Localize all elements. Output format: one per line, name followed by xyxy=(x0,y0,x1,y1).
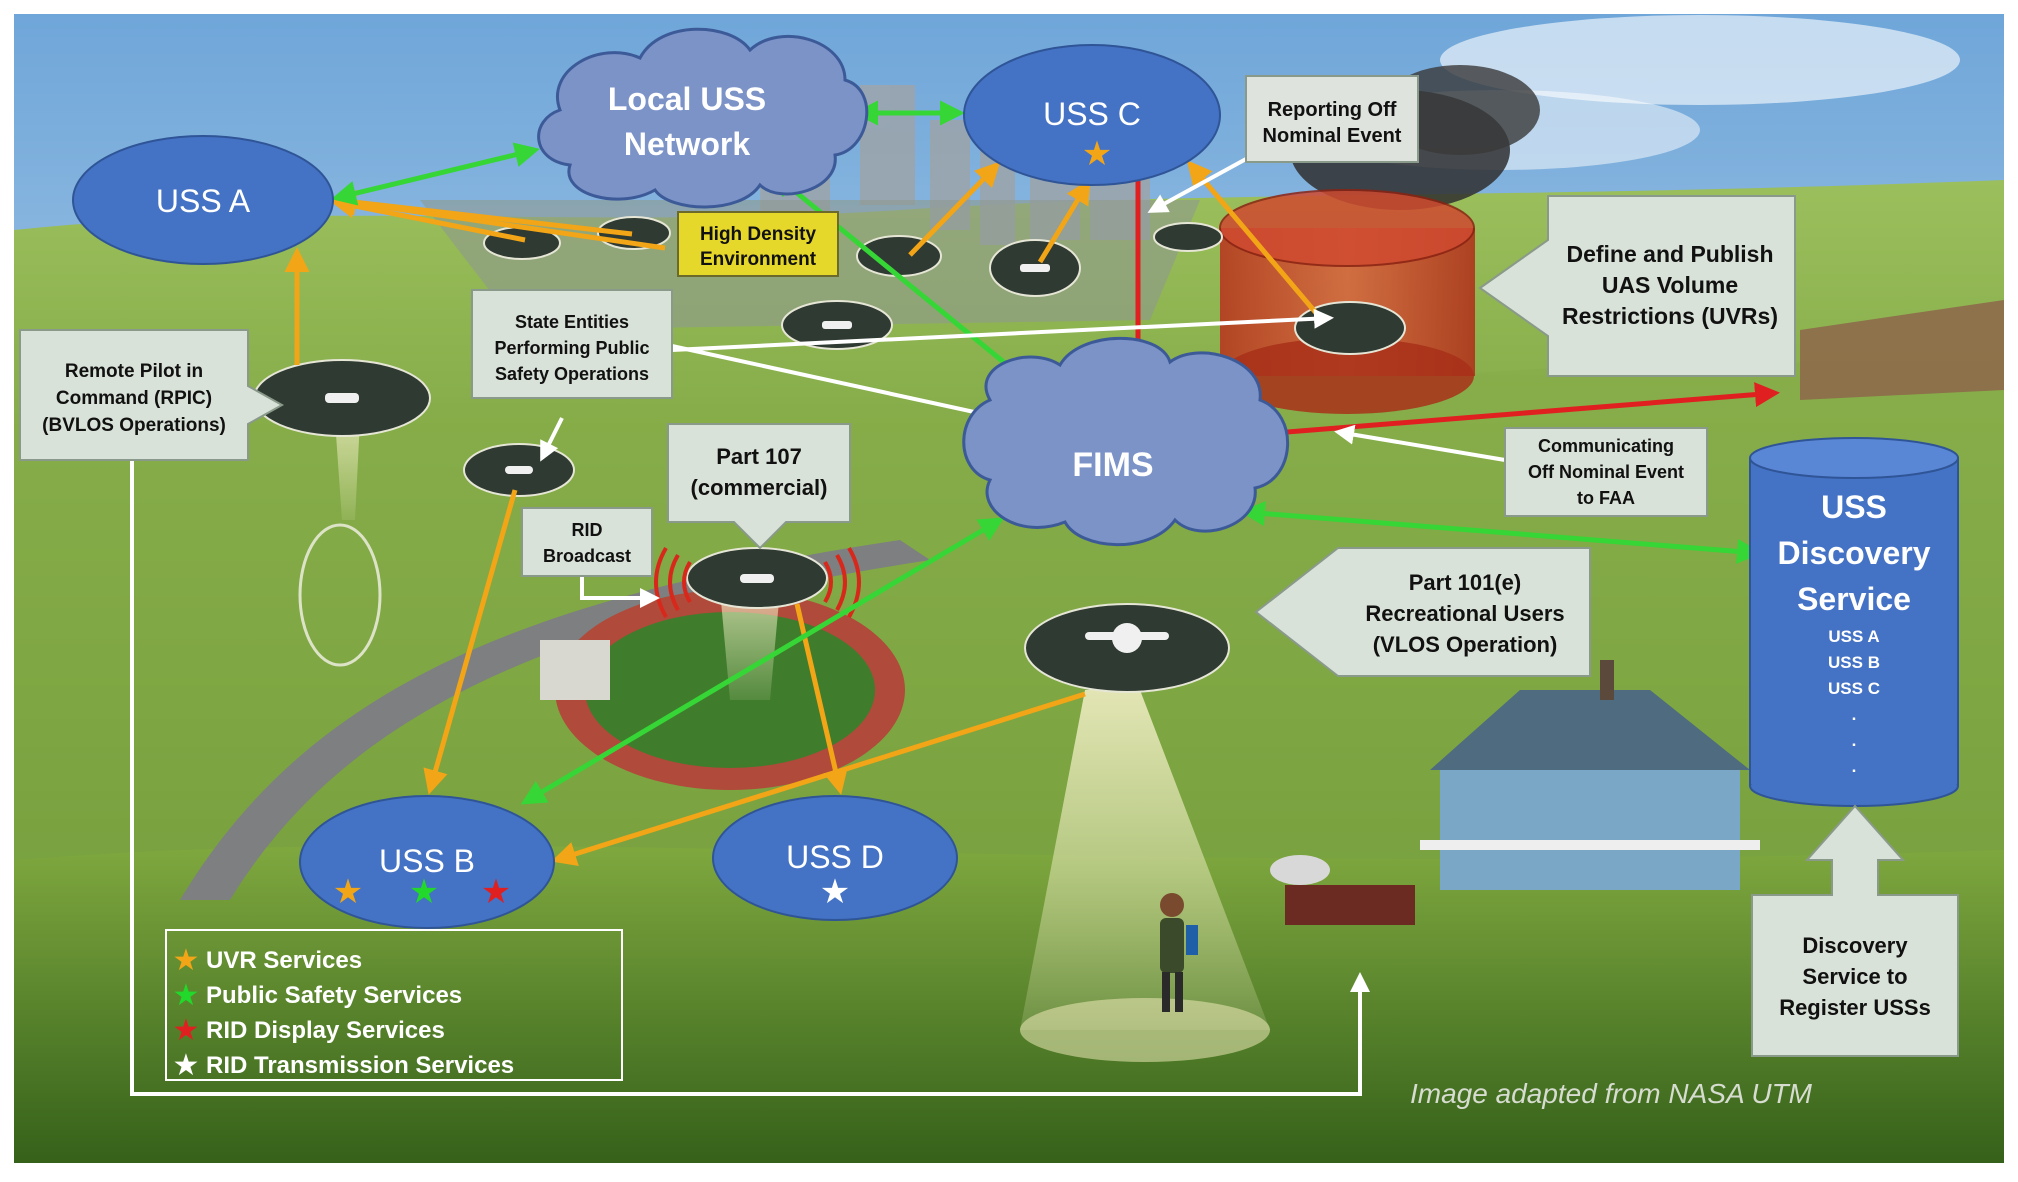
discovery-line1: Discovery xyxy=(1802,933,1908,958)
uss-b-rid-display-star: ★ xyxy=(481,873,511,911)
define-line1: Define and Publish xyxy=(1566,241,1773,267)
legend-label: Public Safety Services xyxy=(206,982,462,1009)
uss-b-label: USS B xyxy=(379,843,475,879)
part107-line1: Part 107 xyxy=(716,444,802,469)
uss-discovery-list-item: USS A xyxy=(1828,627,1879,646)
discovery-line3: Register USSs xyxy=(1779,995,1931,1020)
communicating-off-nominal-callout: Communicating Off Nominal Event to FAA xyxy=(1504,427,1708,517)
legend: ★UVR Services★Public Safety Services★RID… xyxy=(165,929,623,1082)
part101-line2: Recreational Users xyxy=(1365,601,1564,626)
legend-label: RID Transmission Services xyxy=(206,1052,514,1079)
high-density-line1: High Density xyxy=(700,224,817,245)
legend-star-icon: ★ xyxy=(173,1014,200,1047)
part101-line3: (VLOS Operation) xyxy=(1373,632,1558,657)
discovery-line2: Service to xyxy=(1802,964,1907,989)
define-line2: UAS Volume xyxy=(1602,272,1738,298)
state-line2: Performing Public xyxy=(494,338,649,358)
communicating-line1: Communicating xyxy=(1538,436,1674,456)
high-density-callout: High Density Environment xyxy=(677,211,839,277)
rpic-line2: Command (RPIC) xyxy=(56,388,212,409)
define-line3: Restrictions (UVRs) xyxy=(1562,303,1778,329)
discovery-service-register-callout: Discovery Service to Register USSs xyxy=(1751,804,1959,1057)
state-line1: State Entities xyxy=(515,312,629,332)
uss-d-rid-transmission-star: ★ xyxy=(820,873,850,911)
rpic-callout: Remote Pilot in Command (RPIC) (BVLOS Op… xyxy=(19,329,285,461)
state-line3: Safety Operations xyxy=(495,364,649,384)
uss-a-label: USS A xyxy=(156,183,251,219)
rid-broadcast-callout: RID Broadcast xyxy=(521,507,653,577)
reporting-off-nominal-callout: Reporting Off Nominal Event xyxy=(1245,75,1419,163)
uss-discovery-list-item: . xyxy=(1852,705,1857,724)
uss-discovery-registry-list: USS A USS B USS C... xyxy=(1828,627,1880,776)
part101-line1: Part 101(e) xyxy=(1409,570,1522,595)
uss-b-node xyxy=(299,795,555,929)
reporting-line2: Nominal Event xyxy=(1263,125,1402,147)
uss-b-uvr-star: ★ xyxy=(333,873,363,911)
local-uss-network-cloud xyxy=(537,27,869,209)
image-credit: Image adapted from NASA UTM xyxy=(1410,1078,1813,1109)
fims-cloud xyxy=(962,336,1290,547)
part107-line2: (commercial) xyxy=(691,475,828,500)
legend-items: ★UVR Services★Public Safety Services★RID… xyxy=(173,944,515,1082)
part-107-callout: Part 107 (commercial) xyxy=(667,423,851,550)
local-uss-network-label-line1: Local USS xyxy=(608,81,766,117)
uss-c-label: USS C xyxy=(1043,96,1141,132)
hiker-figure xyxy=(1160,893,1198,1012)
define-publish-uvr-callout: Define and Publish UAS Volume Restrictio… xyxy=(1478,195,1796,377)
uss-c-uvr-star: ★ xyxy=(1082,135,1112,173)
uss-discovery-list-item: USS B xyxy=(1828,653,1880,672)
uss-b-public-safety-star: ★ xyxy=(409,873,439,911)
legend-star-icon: ★ xyxy=(173,944,200,977)
uss-discovery-label-line3: Service xyxy=(1797,581,1911,617)
legend-star-icon: ★ xyxy=(173,1049,200,1082)
high-density-line2: Environment xyxy=(700,249,817,270)
local-uss-network-label-line2: Network xyxy=(624,126,750,162)
rid-line2: Broadcast xyxy=(543,546,631,566)
uss-c-node xyxy=(963,44,1221,186)
uss-discovery-label-line2: Discovery xyxy=(1778,535,1931,571)
legend-star-icon: ★ xyxy=(173,979,200,1012)
reporting-line1: Reporting Off xyxy=(1268,99,1397,121)
rpic-line1: Remote Pilot in xyxy=(65,361,203,382)
uss-discovery-service-cylinder xyxy=(1749,437,1959,807)
uss-discovery-list-item: USS C xyxy=(1828,679,1880,698)
part-101e-callout: Part 101(e) Recreational Users (VLOS Ope… xyxy=(1254,547,1591,677)
uss-discovery-list-item: . xyxy=(1852,757,1857,776)
rid-line1: RID xyxy=(572,520,603,540)
fims-label: FIMS xyxy=(1072,446,1153,484)
uss-d-label: USS D xyxy=(786,839,884,875)
communicating-line2: Off Nominal Event xyxy=(1528,462,1684,482)
white-arrows xyxy=(130,157,1506,1096)
uss-a-node xyxy=(72,135,334,265)
communicating-line3: to FAA xyxy=(1577,488,1635,508)
rpic-line3: (BVLOS Operations) xyxy=(42,415,226,436)
uss-d-node xyxy=(712,795,958,921)
uss-discovery-list-item: . xyxy=(1852,731,1857,750)
legend-label: RID Display Services xyxy=(206,1017,445,1044)
uss-discovery-label-line1: USS xyxy=(1821,489,1887,525)
legend-label: UVR Services xyxy=(206,947,362,974)
state-entities-callout: State Entities Performing Public Safety … xyxy=(471,289,673,399)
